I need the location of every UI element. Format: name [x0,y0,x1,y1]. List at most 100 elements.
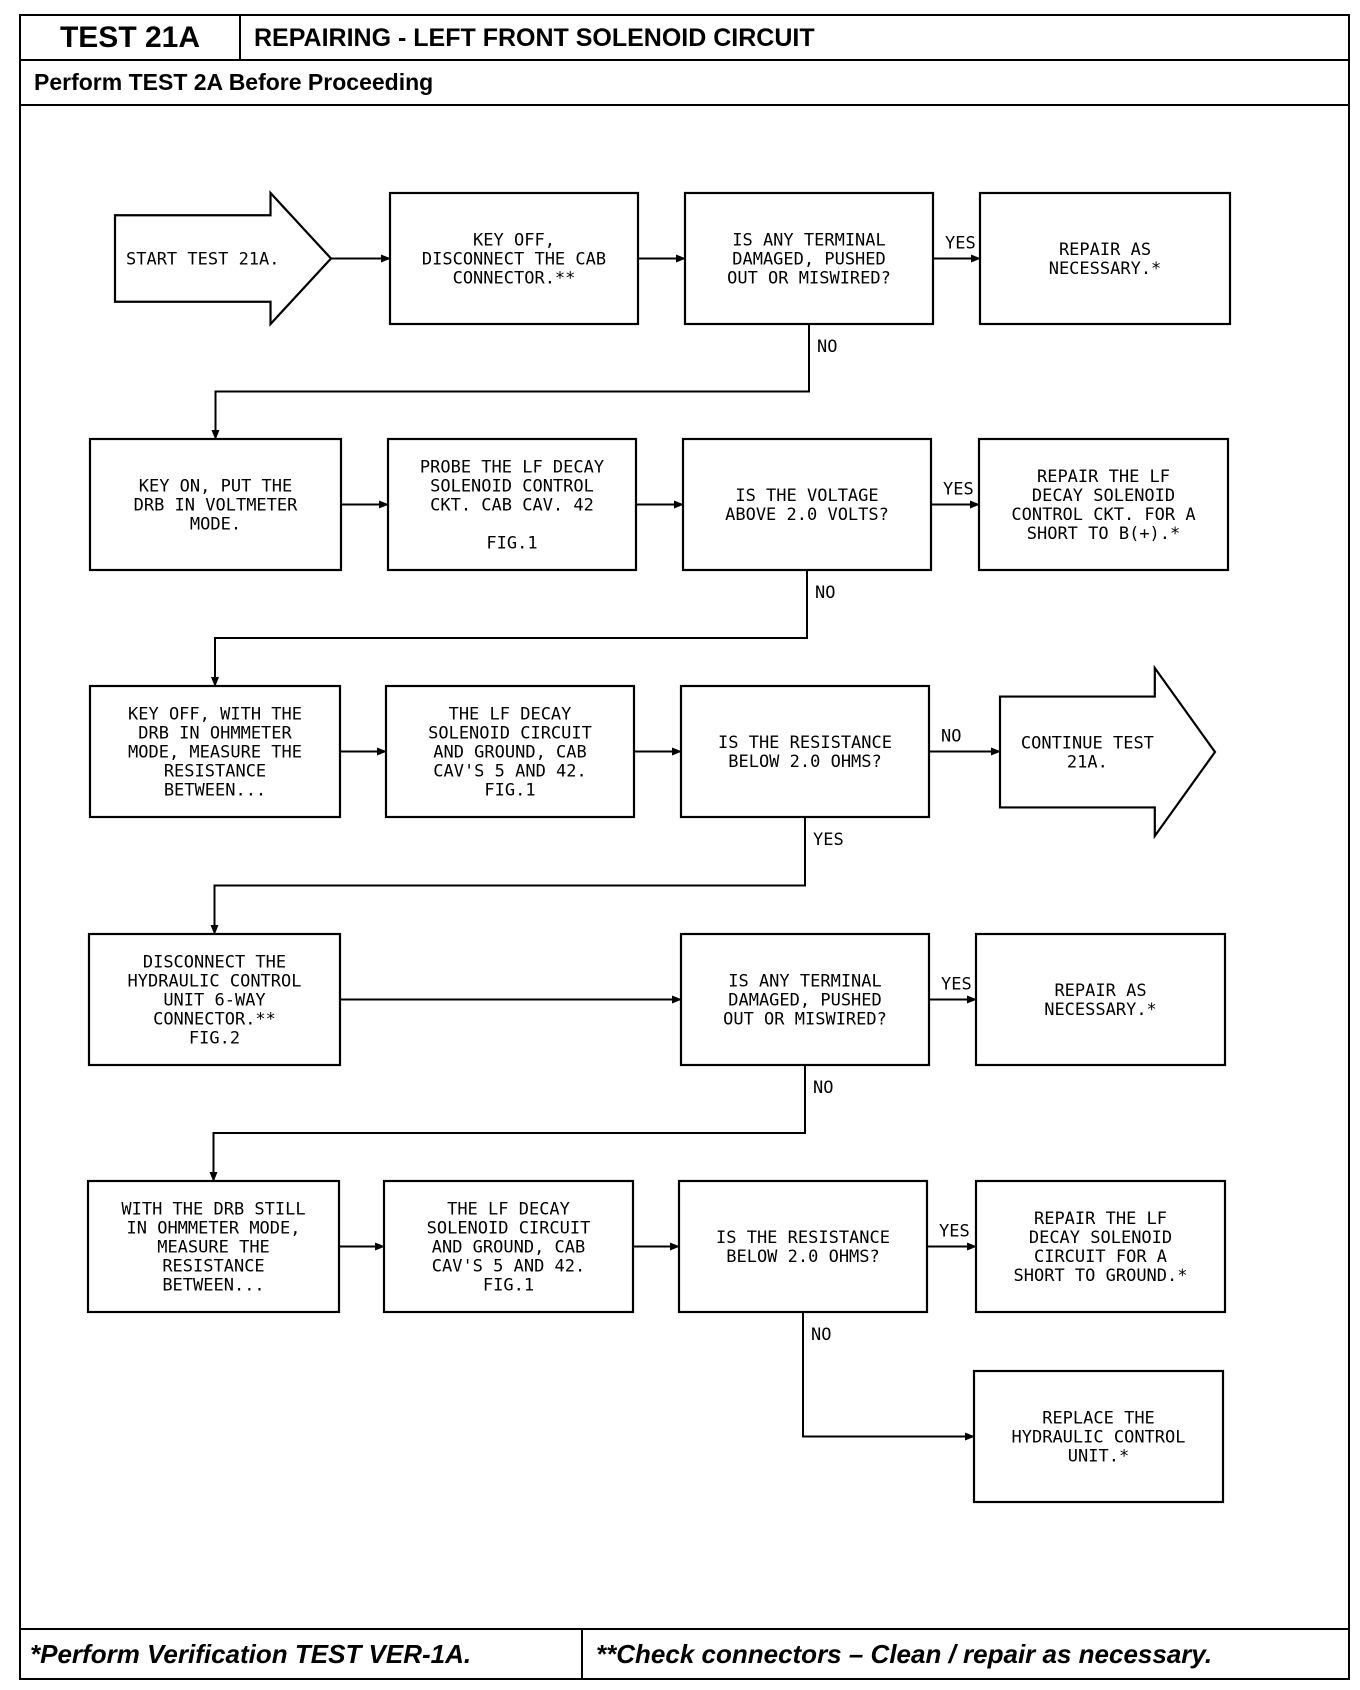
step-text-line: REPAIR AS [1059,240,1151,260]
header-divider-bottom [21,104,1348,106]
step-box [677,1179,929,1314]
prerequisite-note: Perform TEST 2A Before Proceeding [34,68,434,95]
step-text-line: UNIT.* [1068,1447,1129,1467]
start-arrow-shape [113,190,333,327]
step-start: START TEST 21A. [113,190,333,327]
step-text-line: SOLENOID CIRCUIT [428,724,592,744]
step-text-line: NECESSARY.* [1044,1000,1157,1020]
step-box [87,932,342,1067]
connector-label-no: NO [811,1325,831,1345]
step-text-line: FIG.2 [189,1029,240,1049]
step-text-line: DECAY SOLENOID [1029,1228,1172,1248]
step-text-line: AND GROUND, CAB [433,743,587,763]
step-text-line: WITH THE DRB STILL [121,1200,305,1220]
connector-label-yes: YES [941,975,972,995]
step-text-line: REPAIR THE LF [1034,1209,1167,1229]
step-text-line: CKT. CAB CAV. 42 [430,496,594,516]
step-text-line: MODE. [190,515,241,535]
step-box [679,932,931,1067]
step-text-line: BELOW 2.0 OHMS? [728,752,882,772]
start-arrow-shape [998,664,1217,840]
connector-label-no: NO [817,337,837,357]
footnote-verification: *Perform Verification TEST VER-1A. [30,1638,472,1669]
step-text-line: BELOW 2.0 OHMS? [726,1247,880,1267]
step-box [681,437,933,572]
step-text-line: REPLACE THE [1042,1409,1155,1429]
footer-divider [21,1628,1348,1630]
connector-q-resistance-2-to-repair-short-ground: YES [927,1222,977,1251]
step-text-line: DAMAGED, PUSHED [728,991,882,1011]
step-text-line: IS THE RESISTANCE [718,733,892,753]
step-box [86,1179,341,1314]
step-text-line: AND GROUND, CAB [432,1238,586,1258]
step-text-line: REPAIR THE LF [1037,467,1170,487]
step-text-line: BETWEEN... [164,781,266,801]
connector-label-no: NO [941,727,961,747]
step-text-line: KEY ON, PUT THE [139,477,293,497]
connector-line [210,817,806,935]
step-text-line: OUT OR MISWIRED? [723,1010,887,1030]
connector-q-resistance-2-to-replace-hcu: NO [802,1312,975,1441]
step-box [384,684,636,819]
step-box [88,437,343,572]
step-text-line: 21A. [1067,753,1108,773]
connector-label-yes: YES [939,1222,970,1242]
step-box [974,932,1227,1067]
connector-line [209,1065,806,1182]
connector-line [211,570,808,687]
connector-q-terminal-1-to-repair-1: YES [933,234,981,263]
step-text-line: MODE, MEASURE THE [128,743,302,763]
step-text-line: DECAY SOLENOID [1032,486,1175,506]
step-text-line: HYDRAULIC CONTROL [1012,1428,1186,1448]
connector-line [211,324,810,440]
flowchart-steps: START TEST 21A. KEY OFF,DISCONNECT THE CA… [86,190,1232,1504]
step-box [683,191,935,326]
step-text-line: CONNECTOR.** [153,1010,276,1030]
step-text-line: OUT OR MISWIRED? [727,269,891,289]
page-title: REPAIRING - LEFT FRONT SOLENOID CIRCUIT [254,24,815,52]
step-text-line: THE LF DECAY [447,1200,570,1220]
test-id: TEST 21A [21,16,241,61]
connector-q-terminal-2-to-repair-2: YES [929,975,977,1004]
connector-q-voltage-to-key-off-ohmmeter: NO [211,570,835,687]
step-text-line: DISCONNECT THE [143,953,286,973]
step-text-line: HYDRAULIC CONTROL [128,972,302,992]
step-text-line: SOLENOID CIRCUIT [427,1219,591,1239]
step-text-line: THE LF DECAY [449,705,572,725]
step-text-line: START TEST 21A. [126,250,280,270]
step-text-line: IN OHMMETER MODE, [127,1219,301,1239]
connector-line [802,1312,975,1441]
connector-q-resistance-1-to-continue: NO [929,727,1001,756]
step-text-line: CIRCUIT FOR A [1034,1247,1167,1267]
step-text-line: CONTINUE TEST [1021,734,1154,754]
step-box [977,437,1230,572]
step-text-line: SHORT TO B(+).* [1027,524,1181,544]
step-text-line: BETWEEN... [162,1276,264,1296]
step-text-line: PROBE THE LF DECAY [420,458,604,478]
connector-label-yes: YES [813,830,844,850]
step-text-line: FIG.1 [484,781,535,801]
step-box [978,191,1232,326]
step-text-line: CAV'S 5 AND 42. [433,762,587,782]
step-text-line: ABOVE 2.0 VOLTS? [725,505,889,525]
step-text-line: DRB IN OHMMETER [138,724,292,744]
step-text-line: DISCONNECT THE CAB [422,250,606,270]
